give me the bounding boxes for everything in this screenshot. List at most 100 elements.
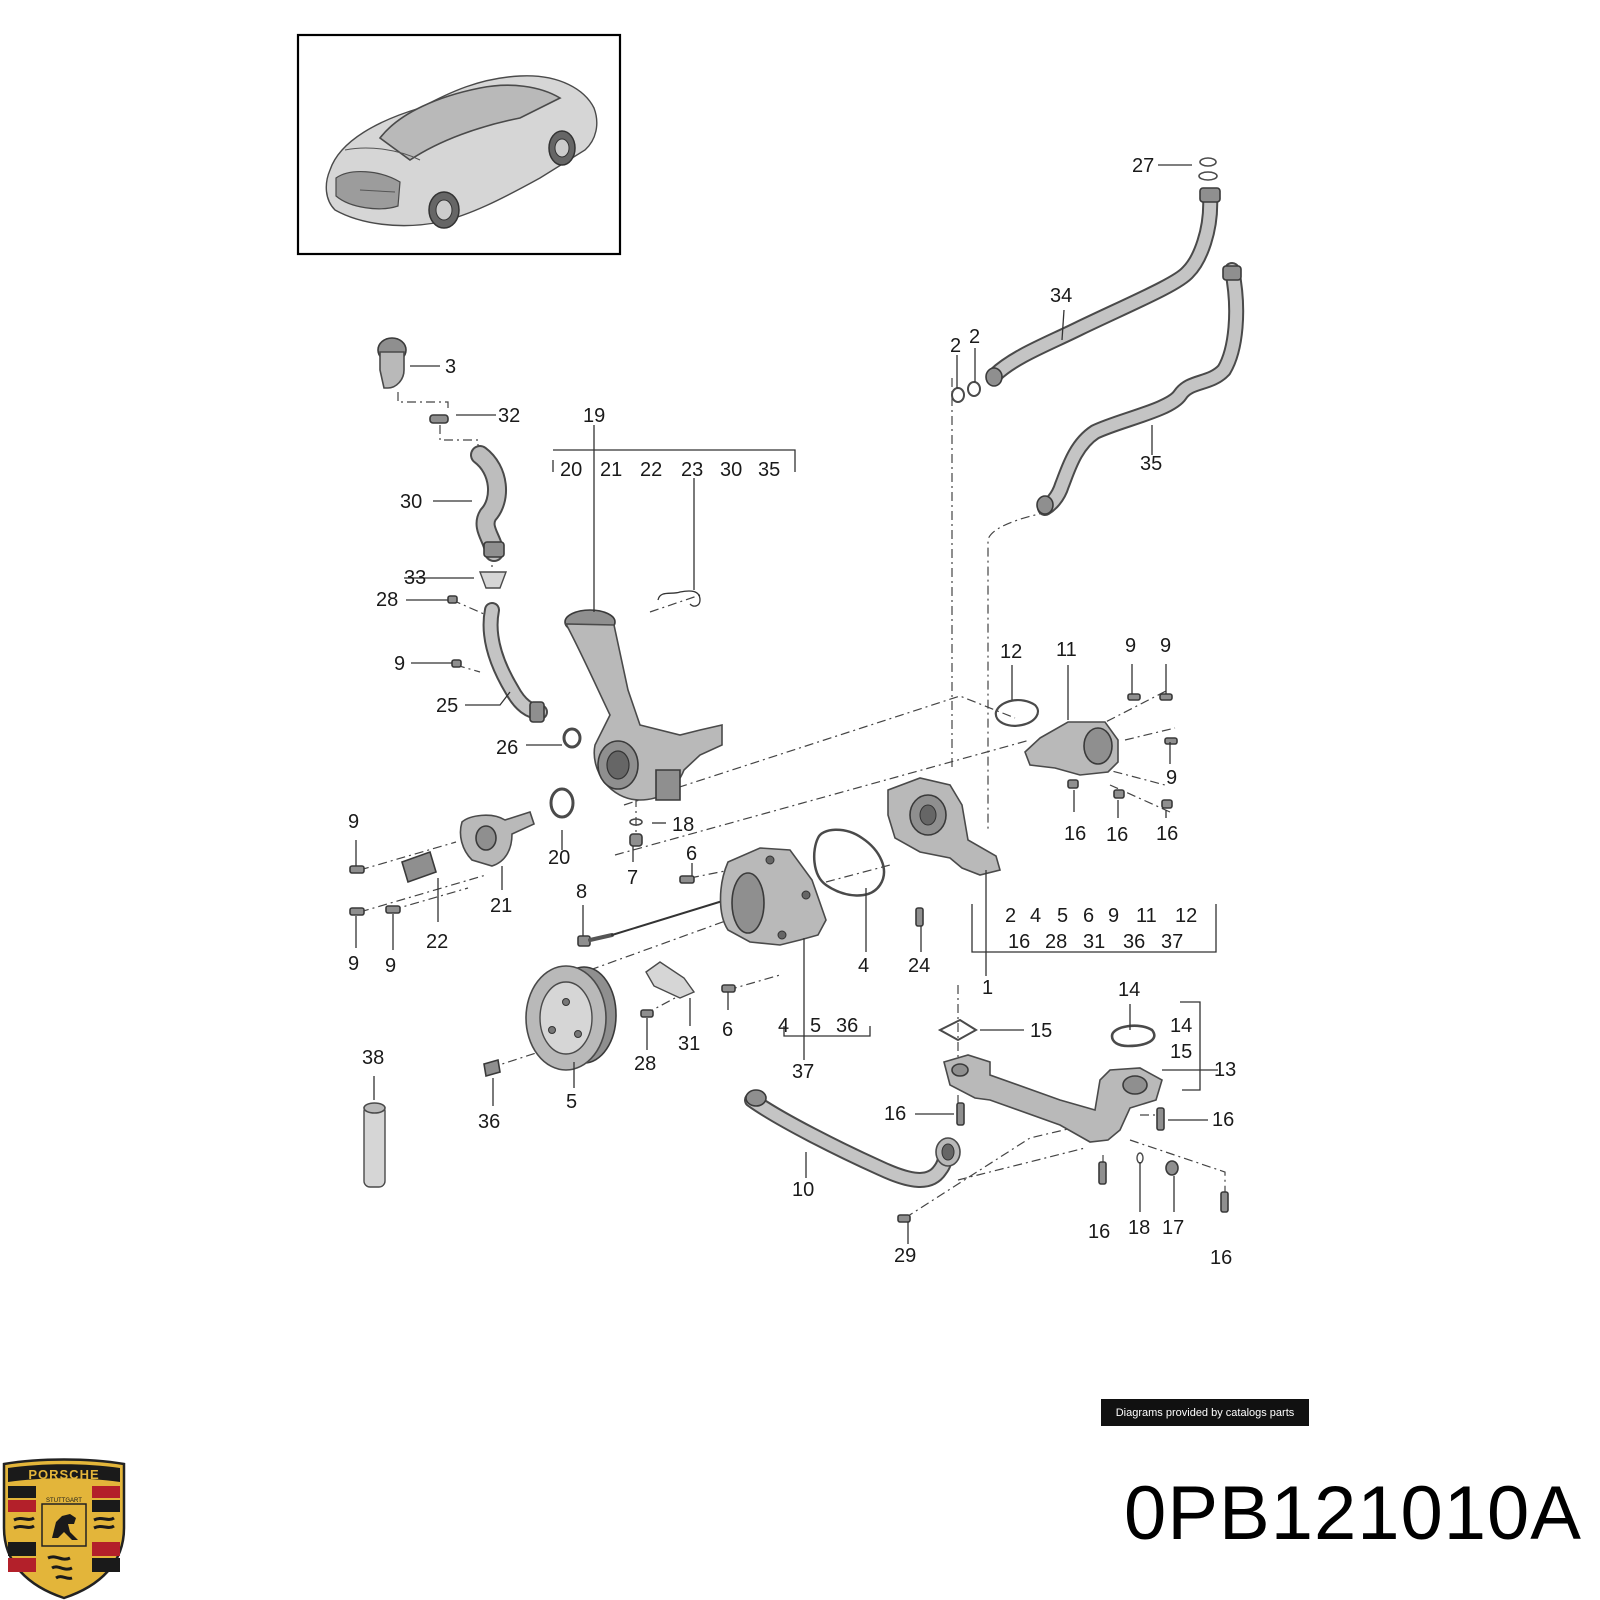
callout-22: 22 bbox=[426, 931, 448, 953]
part-16-bolt bbox=[1220, 1191, 1229, 1213]
callout-27: 27 bbox=[1132, 155, 1154, 177]
part-16-bolt bbox=[1156, 1107, 1165, 1131]
part-35-coolant-pipe bbox=[1036, 262, 1245, 516]
part-9-bolt bbox=[1159, 693, 1173, 701]
part-9-bolt bbox=[1127, 693, 1141, 701]
part-32-clamp bbox=[429, 414, 449, 424]
part-7-plug bbox=[629, 833, 643, 847]
part-number: 0PB121010A bbox=[1124, 1471, 1582, 1556]
callout-2: 2 bbox=[950, 335, 961, 357]
svg-text:11: 11 bbox=[1136, 905, 1157, 927]
part-23-clip bbox=[657, 590, 701, 607]
part-2-o-ring-b bbox=[967, 381, 981, 397]
svg-text:36: 36 bbox=[1123, 931, 1145, 953]
callout-numbers: 27 34 2 2 35 3 32 19 30 33 28 9 25 26 18… bbox=[348, 155, 1236, 1269]
part-38-sleeve bbox=[363, 1102, 386, 1188]
callout-34: 34 bbox=[1050, 285, 1072, 307]
part-27-ring-b bbox=[1198, 171, 1218, 181]
svg-text:37: 37 bbox=[1161, 931, 1183, 953]
svg-text:16: 16 bbox=[1008, 931, 1030, 953]
part-16-bolt bbox=[1113, 789, 1125, 799]
exploded-parts-diagram: 27 34 2 2 35 3 32 19 30 33 28 9 25 26 18… bbox=[296, 33, 1245, 1269]
callout-group-1: 2 4 5 6 9 11 12 16 28 31 36 37 bbox=[1005, 905, 1197, 953]
callout-2: 2 bbox=[969, 326, 980, 348]
part-19-thermostat-housing bbox=[564, 609, 723, 801]
part-16-bolt bbox=[956, 1102, 965, 1126]
part-28-bolt bbox=[447, 595, 458, 604]
callout-16: 16 bbox=[1088, 1221, 1110, 1243]
part-37-water-pump bbox=[719, 847, 827, 946]
callout-12: 12 bbox=[1000, 641, 1022, 663]
svg-text:4: 4 bbox=[1030, 905, 1041, 927]
part-34-coolant-pipe bbox=[985, 187, 1221, 387]
part-26-ring bbox=[562, 727, 582, 749]
callout-36: 36 bbox=[478, 1111, 500, 1133]
callout-1: 1 bbox=[982, 977, 993, 999]
callout-9: 9 bbox=[348, 811, 359, 833]
callout-9: 9 bbox=[1160, 635, 1171, 657]
callout-32: 32 bbox=[498, 405, 520, 427]
part-30-hose bbox=[470, 445, 507, 562]
svg-text:5: 5 bbox=[1057, 905, 1068, 927]
part-16-bolt bbox=[1067, 779, 1079, 789]
callout-16: 16 bbox=[1156, 823, 1178, 845]
parts bbox=[349, 157, 1245, 1223]
callout-28: 28 bbox=[634, 1053, 656, 1075]
callout-9: 9 bbox=[1125, 635, 1136, 657]
part-18-washer bbox=[629, 818, 643, 826]
callout-25: 25 bbox=[436, 695, 458, 717]
part-9-bolt bbox=[451, 659, 462, 668]
part-25-pipe bbox=[482, 602, 548, 723]
part-29-bolt bbox=[897, 1214, 911, 1223]
svg-text:4: 4 bbox=[778, 1015, 789, 1037]
callout-9: 9 bbox=[394, 653, 405, 675]
diagram-credit-badge: Diagrams provided by catalogs parts bbox=[1101, 1399, 1309, 1426]
callout-10: 10 bbox=[792, 1179, 814, 1201]
callout-9: 9 bbox=[1166, 767, 1177, 789]
callout-group-37: 4 5 36 bbox=[778, 1015, 858, 1037]
part-24-bolt bbox=[915, 907, 924, 927]
svg-text:30: 30 bbox=[720, 459, 742, 481]
callout-9: 9 bbox=[348, 953, 359, 975]
callout-7: 7 bbox=[627, 867, 638, 889]
svg-text:6: 6 bbox=[1083, 905, 1094, 927]
callout-19: 19 bbox=[583, 405, 605, 427]
callout-3: 3 bbox=[445, 356, 456, 378]
part-9-bolt bbox=[385, 905, 401, 914]
svg-text:35: 35 bbox=[758, 459, 780, 481]
callout-26: 26 bbox=[496, 737, 518, 759]
svg-text:28: 28 bbox=[1045, 931, 1067, 953]
callout-16: 16 bbox=[884, 1103, 906, 1125]
part-22-sensor bbox=[401, 850, 437, 884]
svg-text:22: 22 bbox=[640, 459, 662, 481]
callout-31: 31 bbox=[678, 1033, 700, 1055]
part-9-bolt bbox=[1164, 737, 1178, 745]
callout-35: 35 bbox=[1140, 453, 1162, 475]
callout-24: 24 bbox=[908, 955, 930, 977]
callout-28: 28 bbox=[376, 589, 398, 611]
svg-text:2: 2 bbox=[1005, 905, 1016, 927]
callout-4: 4 bbox=[858, 955, 869, 977]
callout-group-19: 20 21 22 23 30 35 bbox=[560, 459, 780, 481]
callout-20: 20 bbox=[548, 847, 570, 869]
part-2-o-ring-a bbox=[951, 387, 965, 403]
svg-text:5: 5 bbox=[810, 1015, 821, 1037]
leader-lines bbox=[355, 164, 1218, 1244]
part-6-bolt bbox=[721, 984, 736, 993]
part-10-coolant-pipe bbox=[744, 1089, 961, 1188]
callout-21: 21 bbox=[490, 895, 512, 917]
svg-text:31: 31 bbox=[1083, 931, 1105, 953]
part-17-plug bbox=[1165, 1160, 1179, 1176]
part-15-gasket bbox=[937, 1018, 978, 1042]
part-16-bolt bbox=[1098, 1161, 1107, 1185]
svg-text:12: 12 bbox=[1175, 905, 1197, 927]
part-33-valve bbox=[478, 571, 508, 589]
porsche-crest-logo: PORSCHE STUTTGART bbox=[2, 1458, 126, 1600]
svg-text:STUTTGART: STUTTGART bbox=[46, 1498, 82, 1504]
callout-14: 14 bbox=[1118, 979, 1140, 1001]
part-18-washer bbox=[1136, 1152, 1144, 1164]
part-11-housing bbox=[1024, 721, 1119, 776]
svg-text:36: 36 bbox=[836, 1015, 858, 1037]
part-1-pump-housing bbox=[887, 777, 1001, 876]
svg-text:PORSCHE: PORSCHE bbox=[28, 1467, 99, 1482]
